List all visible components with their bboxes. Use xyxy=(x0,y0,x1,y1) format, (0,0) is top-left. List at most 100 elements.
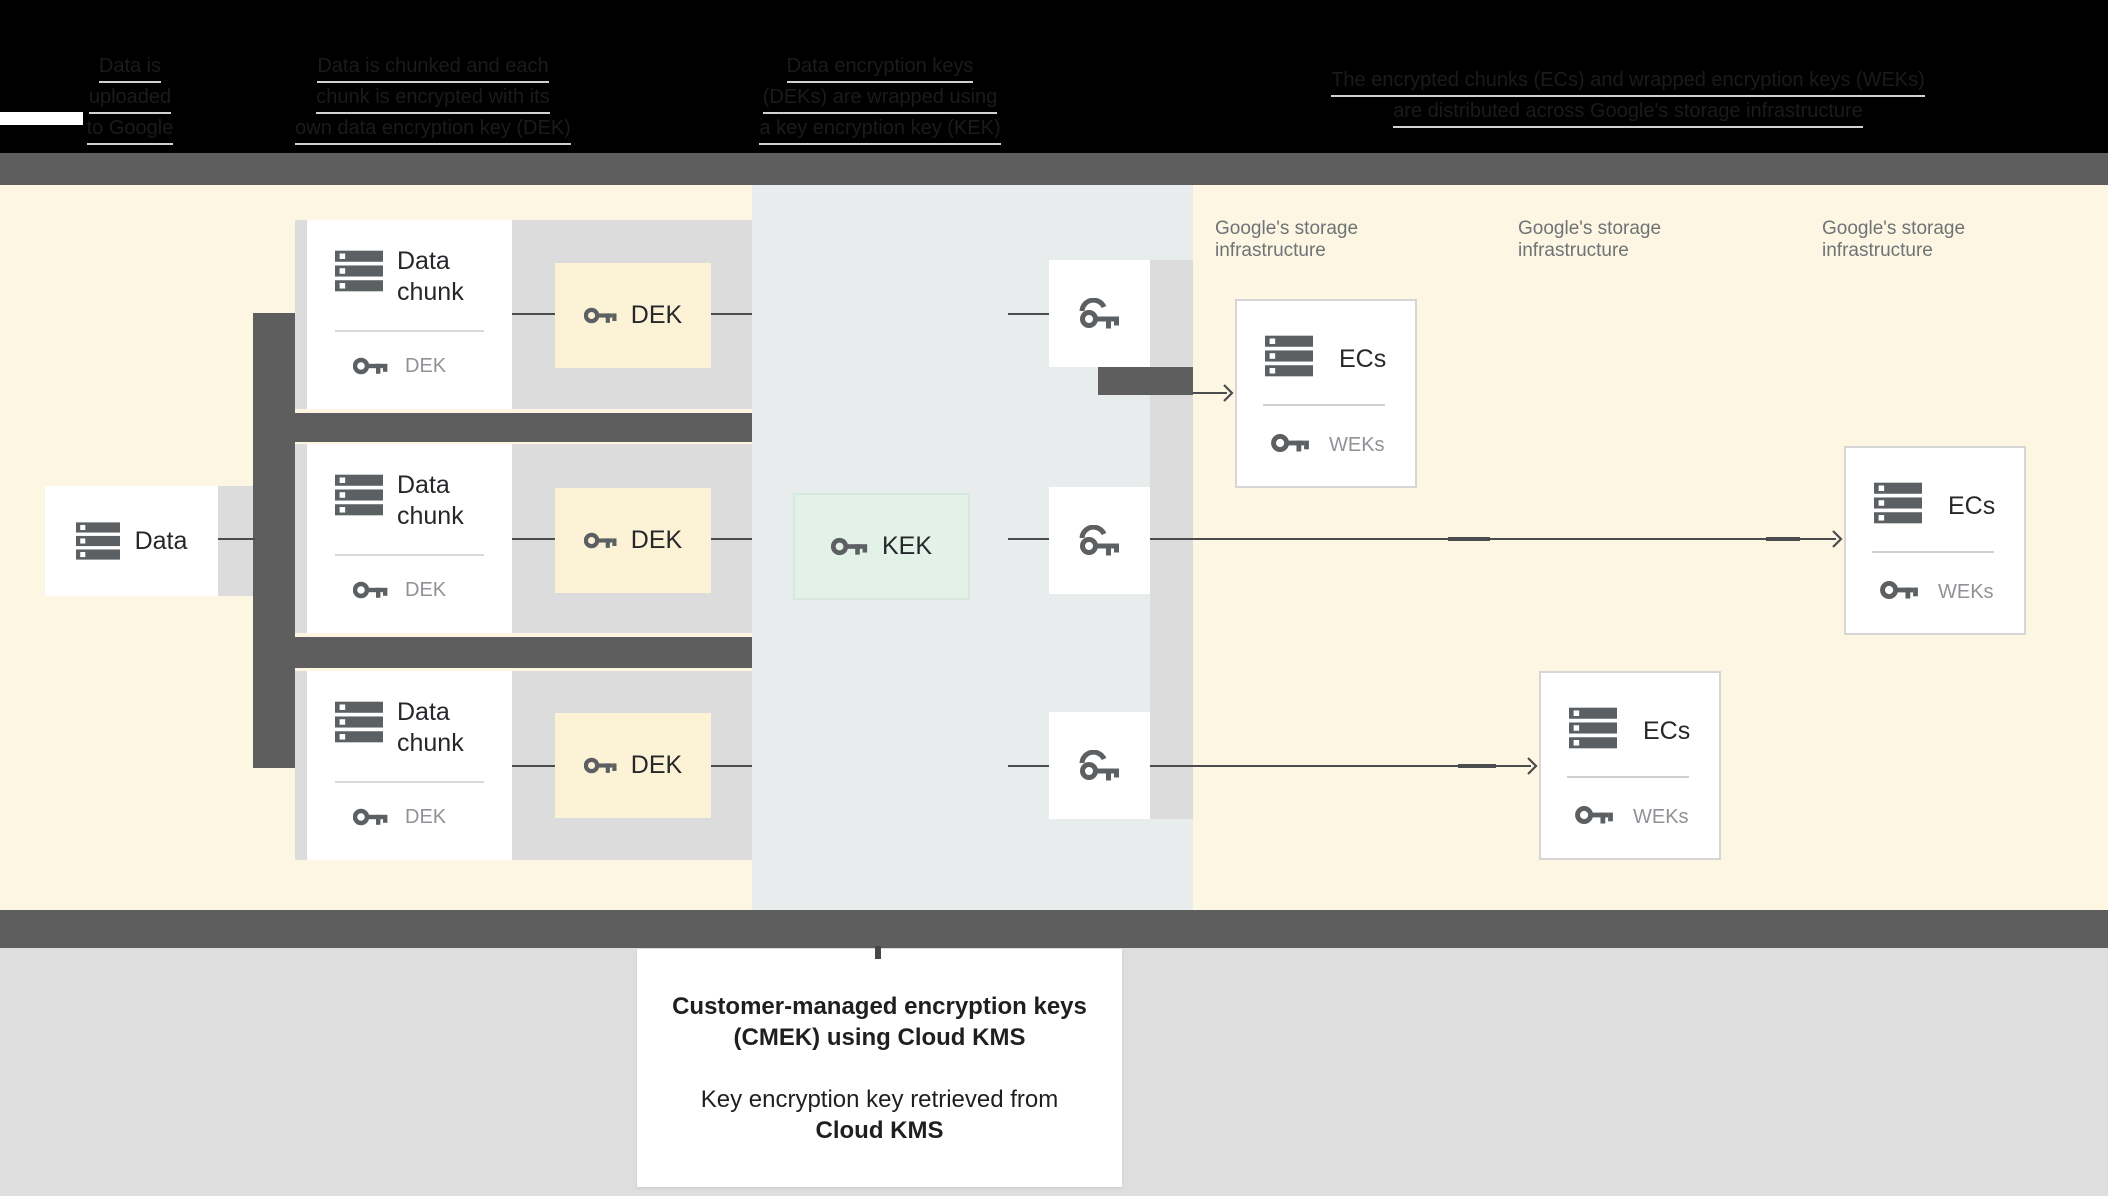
divider xyxy=(1872,551,1994,553)
dek-box-1: DEK xyxy=(555,263,711,368)
gap-bar-1 xyxy=(253,413,752,442)
divider xyxy=(335,330,484,332)
header-step-1-line-2: uploaded xyxy=(88,83,172,114)
ecs-box-3: ECs WEKs xyxy=(1844,446,2026,635)
storage-label-line2: infrastructure xyxy=(1518,240,1629,261)
stack-icon xyxy=(335,250,383,292)
wrap1-thick-connector xyxy=(1098,367,1193,395)
chunk1-dek-label: DEK xyxy=(405,355,447,377)
data-chunk-box-1: Data chunk DEK xyxy=(307,220,512,409)
dek2-out-line xyxy=(711,538,752,540)
header-step-3: Data encryption keys (DEKs) are wrapped … xyxy=(720,52,1040,145)
header-step-2-line-3: own data encryption key (DEK) xyxy=(295,114,571,145)
key-icon xyxy=(353,355,389,377)
storage-infrastructure-label-2: Google's storage infrastructure xyxy=(1518,218,1661,262)
chunk3-label-line2: chunk xyxy=(397,729,464,757)
wrap-key-box-2 xyxy=(1049,487,1150,594)
header-band: Data is uploaded to Google Data is chunk… xyxy=(0,0,2108,153)
arrowhead-icon xyxy=(1221,383,1235,403)
key-icon xyxy=(584,755,618,776)
data-box-label: Data xyxy=(134,526,188,555)
arrow-to-ecs1 xyxy=(1193,392,1227,394)
wrap1-in-line xyxy=(1008,313,1049,315)
ecs2-label: ECs xyxy=(1643,717,1691,745)
chunk2-to-dek2-line xyxy=(512,538,555,540)
divider xyxy=(1567,776,1689,778)
stack-icon xyxy=(335,474,383,516)
dek-box-2: DEK xyxy=(555,488,711,593)
chunk3-label-line1: Data xyxy=(397,698,450,726)
header-step-1-line-1: Data is xyxy=(98,52,162,83)
data-box: Data xyxy=(45,486,218,596)
arrowhead-icon xyxy=(1525,756,1539,776)
storage-label-line2: infrastructure xyxy=(1215,240,1326,261)
dek1-out-line xyxy=(711,313,752,315)
kek-box: KEK xyxy=(793,493,970,600)
diagram-area: Data Data chunk DEK Data chunk xyxy=(0,185,2108,910)
dek3-label: DEK xyxy=(630,751,683,779)
arrow-dash xyxy=(1458,764,1496,768)
storage-label-line1: Google's storage xyxy=(1822,218,1966,239)
key-icon xyxy=(353,806,389,828)
ecs2-weks-label: WEKs xyxy=(1633,806,1689,828)
dek-box-3: DEK xyxy=(555,713,711,818)
dek3-out-line xyxy=(711,765,752,767)
dek1-label: DEK xyxy=(630,301,683,329)
divider xyxy=(335,781,484,783)
data-to-trunk-line xyxy=(218,538,255,540)
key-icon xyxy=(1271,431,1311,455)
bottom-separator-bar xyxy=(0,910,2108,948)
header-step-3-line-2: (DEKs) are wrapped using xyxy=(762,83,998,114)
storage-label-line1: Google's storage xyxy=(1215,218,1359,239)
header-step-3-line-3: a key encryption key (KEK) xyxy=(759,114,1001,145)
chunk3-to-dek3-line xyxy=(512,765,555,767)
chunk1-label-line2: chunk xyxy=(397,278,464,306)
wrap-key-icon xyxy=(1078,525,1122,557)
wrap3-in-line xyxy=(1008,765,1049,767)
ecs-box-1: ECs WEKs xyxy=(1235,299,1417,488)
chunk2-label-line1: Data xyxy=(397,471,450,499)
ecs3-label: ECs xyxy=(1948,492,1996,520)
header-step-2: Data is chunked and each chunk is encryp… xyxy=(283,52,583,145)
caption-tick-connector xyxy=(875,946,881,959)
key-icon xyxy=(353,579,389,601)
chunk2-label-line2: chunk xyxy=(397,502,464,530)
key-icon xyxy=(1575,803,1615,827)
kek-label: KEK xyxy=(881,532,933,560)
ecs3-weks-label: WEKs xyxy=(1938,581,1994,603)
wrap2-in-line xyxy=(1008,538,1049,540)
wrap-key-box-1 xyxy=(1049,260,1150,367)
chunk2-dek-label: DEK xyxy=(405,579,447,601)
header-step-2-line-2: chunk is encrypted with its xyxy=(316,83,550,114)
stack-icon xyxy=(1569,707,1617,749)
header-step-1-line-3: to Google xyxy=(86,114,174,145)
data-chunk-box-2: Data chunk DEK xyxy=(307,444,512,633)
key-icon xyxy=(1880,578,1920,602)
wrap-key-icon xyxy=(1078,298,1122,330)
header-step-3-line-1: Data encryption keys xyxy=(786,52,974,83)
wrap-key-box-3 xyxy=(1049,712,1150,819)
stack-icon xyxy=(1874,482,1922,524)
wrap-key-icon xyxy=(1078,750,1122,782)
caption-body-line2: Cloud KMS xyxy=(815,1116,944,1144)
trunk-connector xyxy=(253,313,295,768)
key-icon xyxy=(584,305,618,326)
white-streak-artifact xyxy=(0,112,83,125)
caption-title-line1: Customer-managed encryption keys xyxy=(672,992,1087,1020)
chunk1-to-dek1-line xyxy=(512,313,555,315)
caption-box: Customer-managed encryption keys (CMEK) … xyxy=(637,949,1122,1187)
top-separator-bar xyxy=(0,153,2108,185)
data-row-band xyxy=(218,486,255,596)
stack-icon xyxy=(335,701,383,743)
arrow-dash xyxy=(1448,537,1490,541)
chunk3-dek-label: DEK xyxy=(405,806,447,828)
header-step-4-line-2: are distributed across Google's storage … xyxy=(1393,97,1863,128)
divider xyxy=(335,554,484,556)
header-step-4-line-1: The encrypted chunks (ECs) and wrapped e… xyxy=(1331,66,1925,97)
ecs1-weks-label: WEKs xyxy=(1329,434,1385,456)
ecs-box-2: ECs WEKs xyxy=(1539,671,1721,860)
arrowhead-icon xyxy=(1830,529,1844,549)
ecs1-label: ECs xyxy=(1339,345,1387,373)
header-step-4: The encrypted chunks (ECs) and wrapped e… xyxy=(1308,66,1948,128)
